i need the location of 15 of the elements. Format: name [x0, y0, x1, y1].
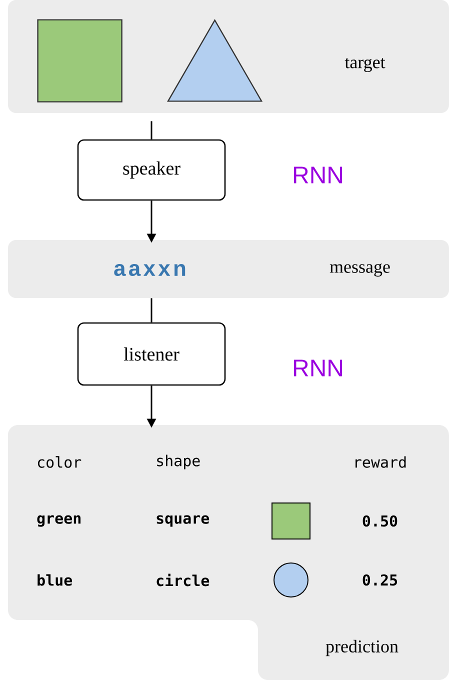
model-label: RNN: [294, 166, 342, 184]
table-cell: 0.25: [362, 574, 398, 586]
table-cell: circle: [156, 574, 210, 586]
square-shape: [37, 19, 122, 102]
process-box: speaker: [77, 139, 226, 201]
message-panel: aaxxn message: [8, 240, 449, 298]
table-cell: 0.50: [362, 515, 398, 527]
column-header: shape: [157, 454, 200, 470]
column-header: color: [38, 456, 82, 468]
table-cell: square: [156, 515, 210, 527]
table-cell: blue: [38, 574, 72, 586]
process-box: listener: [77, 322, 226, 386]
model-label: RNN: [294, 360, 342, 376]
table-cell: green: [37, 515, 80, 527]
column-header: reward: [356, 456, 406, 468]
